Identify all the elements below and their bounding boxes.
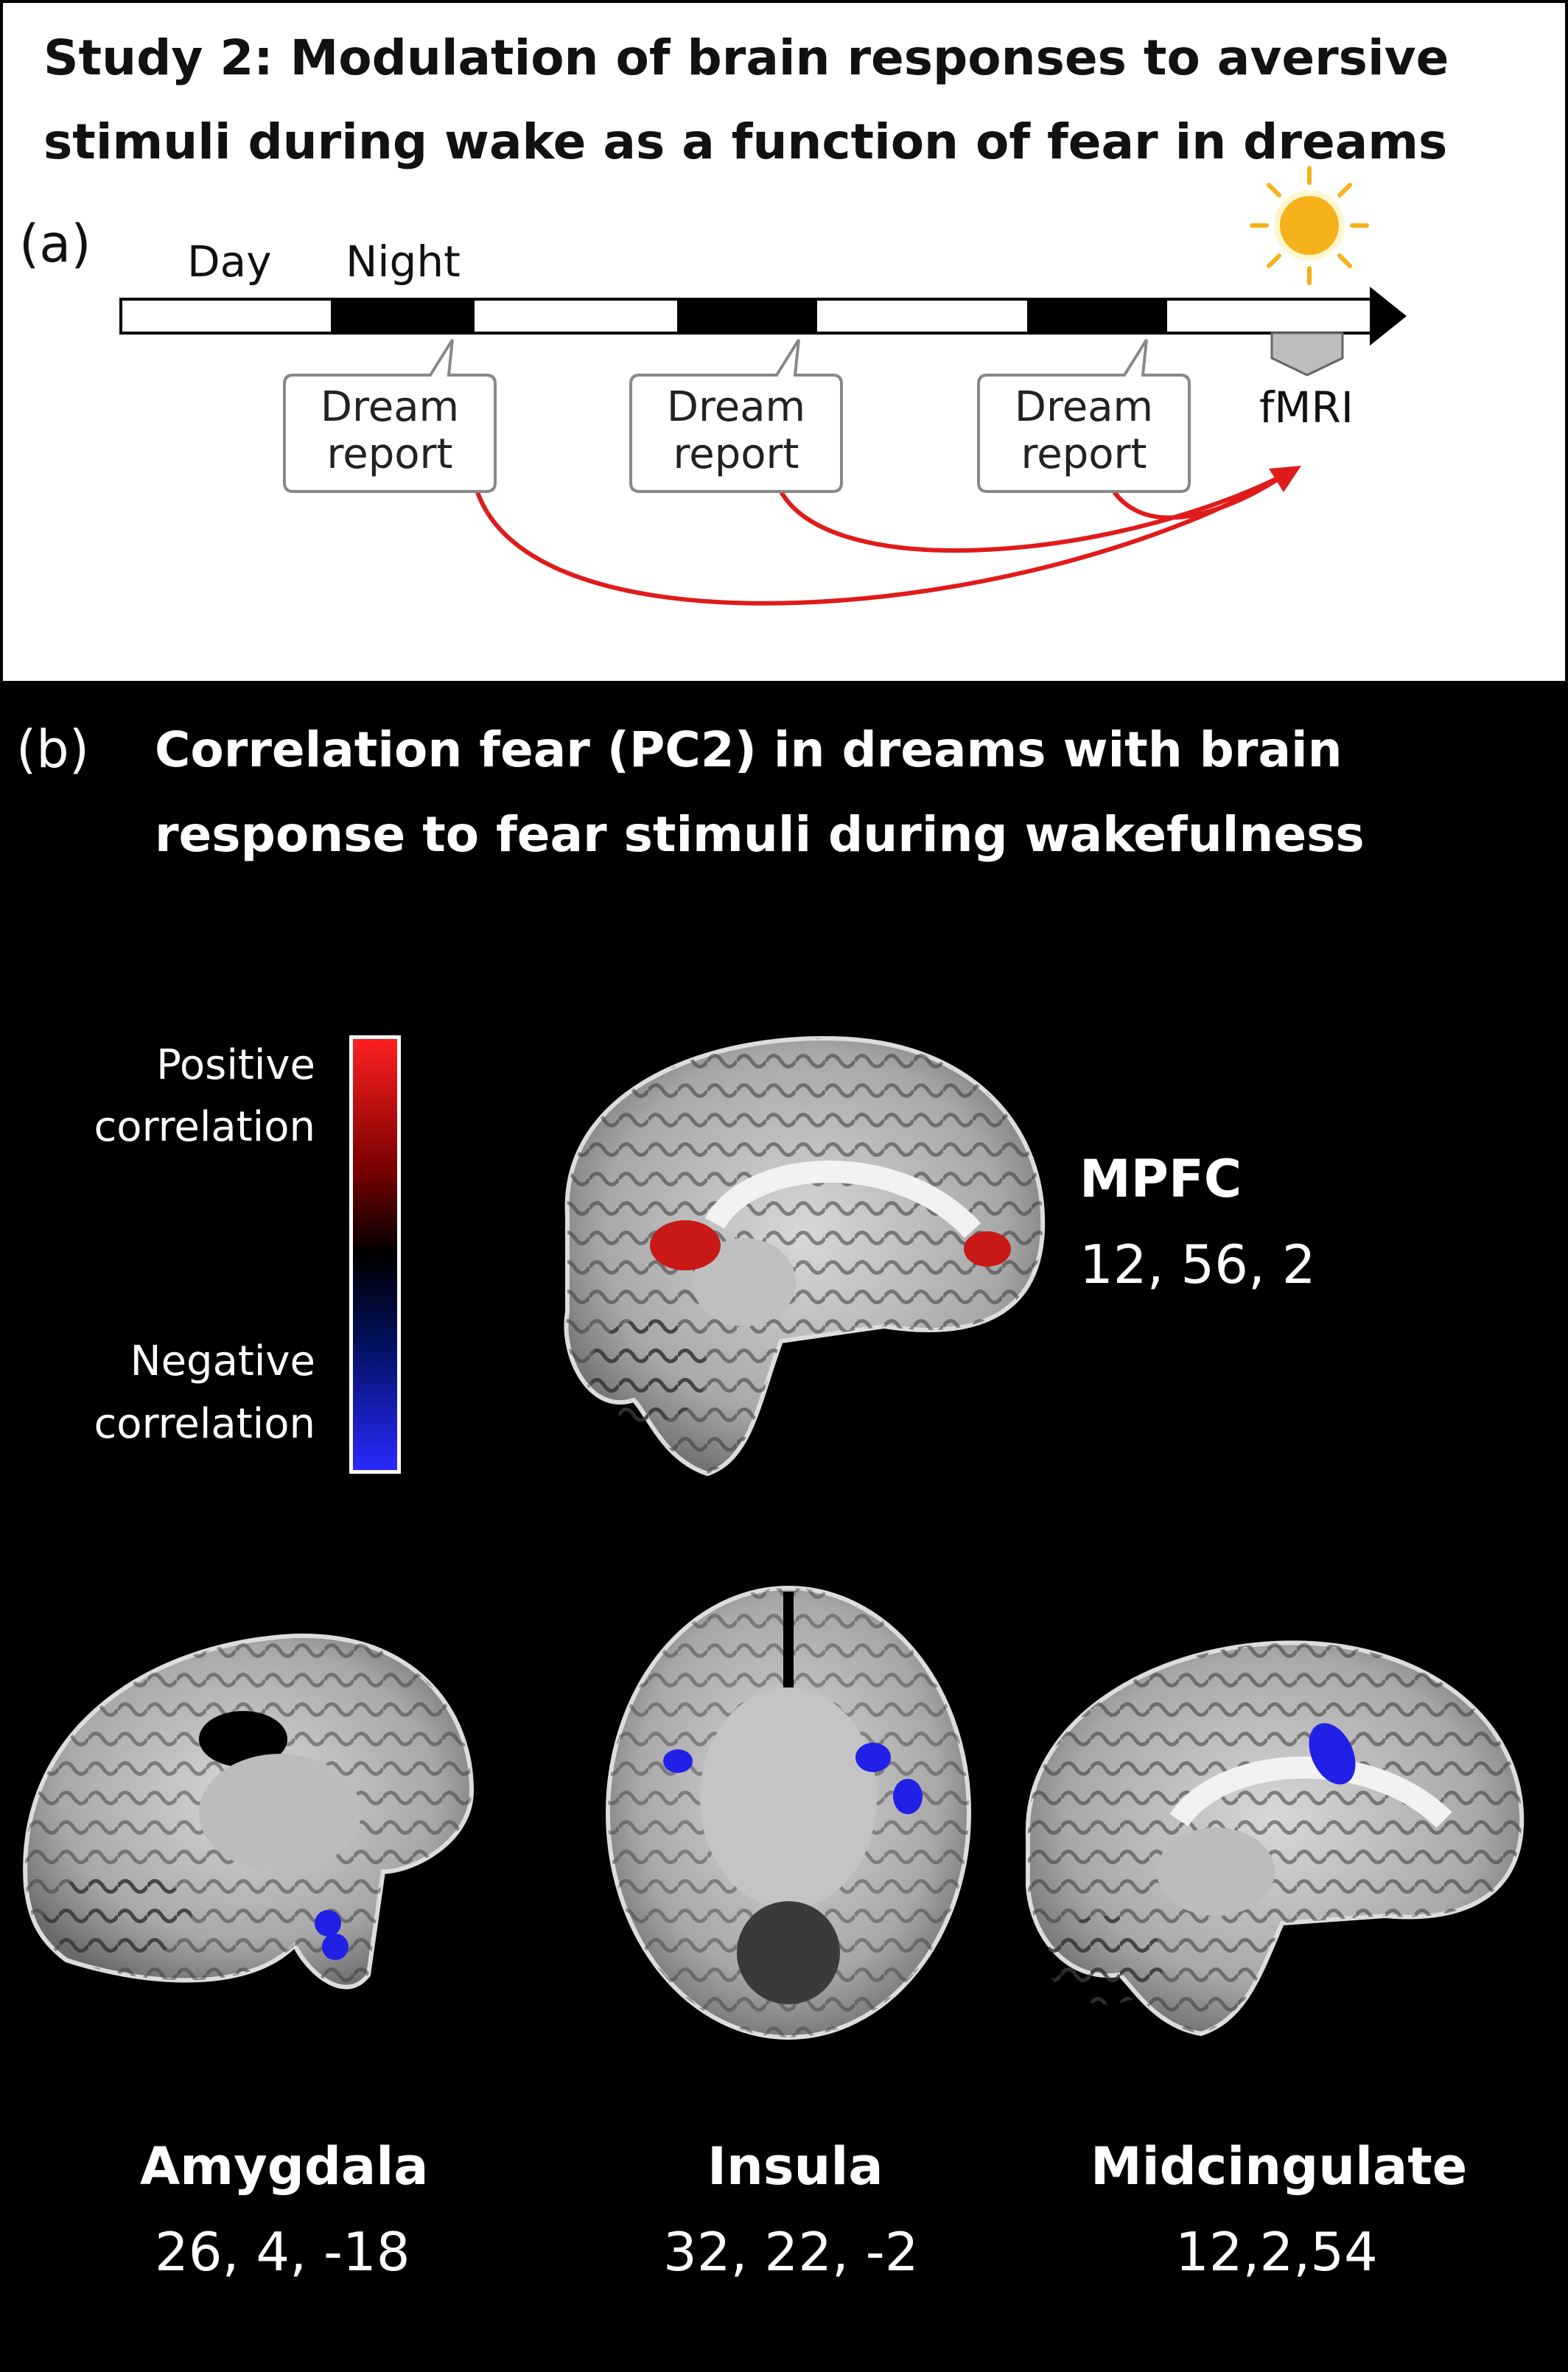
activation-negative xyxy=(855,1743,891,1772)
timeline-arrowhead xyxy=(1370,287,1407,346)
activation-negative xyxy=(322,1934,349,1960)
activation-negative xyxy=(1309,1723,1356,1785)
panel-a-letter: (a) xyxy=(19,214,91,274)
panel-a: Study 2: Modulation of brain responses t… xyxy=(0,0,1568,684)
activation-positive xyxy=(964,1231,1011,1267)
dream-report-bubble-3: Dream report xyxy=(977,338,1191,493)
region-name-amygdala: Amygdala xyxy=(140,2136,429,2197)
region-name-insula: Insula xyxy=(707,2136,883,2197)
legend-negative-line2: correlation xyxy=(94,1400,315,1448)
panel-b-title-line2: response to fear stimuli during wakefuln… xyxy=(155,806,1365,863)
panel-a-title-line2: stimuli during wake as a function of fea… xyxy=(43,113,1448,170)
dream-report-bubble-1: Dream report xyxy=(283,338,497,493)
day-label: Day xyxy=(187,237,272,287)
timeline-diagram xyxy=(119,166,1407,606)
brain-slice-mpfc xyxy=(564,1036,1046,1477)
region-coords-amygdala: 26, 4, -18 xyxy=(155,2221,410,2283)
panel-b-letter: (b) xyxy=(16,719,90,780)
bubble-line1: Dream xyxy=(666,383,806,431)
correlation-colorbar xyxy=(349,1035,401,1474)
legend-positive-line2: correlation xyxy=(94,1103,315,1151)
region-name-midcingulate: Midcingulate xyxy=(1091,2136,1468,2197)
bubble-line1: Dream xyxy=(320,383,460,431)
panel-b-title-line1: Correlation fear (PC2) in dreams with br… xyxy=(155,721,1343,778)
legend-positive-line1: Positive xyxy=(156,1041,315,1089)
activation-negative xyxy=(663,1749,693,1773)
region-name-mpfc: MPFC xyxy=(1079,1149,1242,1209)
legend-negative-line1: Negative xyxy=(130,1337,315,1385)
brain-slice-amygdala xyxy=(23,1633,475,1990)
sun-icon xyxy=(1250,166,1369,285)
activation-negative xyxy=(893,1779,923,1814)
brain-slice-midcingulate xyxy=(1025,1640,1525,2037)
timeline-bar xyxy=(119,287,1407,346)
arrowhead xyxy=(1269,466,1301,492)
activation-positive xyxy=(650,1220,721,1270)
region-coords-insula: 32, 22, -2 xyxy=(663,2221,919,2283)
bubble-line1: Dream xyxy=(1014,383,1154,431)
region-coords-mpfc: 12, 56, 2 xyxy=(1079,1234,1316,1295)
dream-report-bubble-2: Dream report xyxy=(629,338,843,493)
fmri-marker xyxy=(1270,332,1344,377)
brain-slices xyxy=(23,1036,1525,2040)
dream-to-fmri-arrows xyxy=(472,472,1287,606)
fmri-label: fMRI xyxy=(1259,382,1354,433)
night-segment xyxy=(677,299,817,333)
night-label: Night xyxy=(346,237,461,287)
activation-negative xyxy=(315,1910,341,1937)
night-segment xyxy=(1027,299,1167,333)
panel-a-title-line1: Study 2: Modulation of brain responses t… xyxy=(43,29,1449,86)
bubble-line2: report xyxy=(673,430,799,478)
bubble-line2: report xyxy=(326,430,453,478)
region-coords-midcingulate: 12,2,54 xyxy=(1175,2221,1378,2283)
night-segment xyxy=(331,299,475,333)
brain-slice-insula xyxy=(606,1586,971,2040)
bubble-line2: report xyxy=(1021,430,1147,478)
